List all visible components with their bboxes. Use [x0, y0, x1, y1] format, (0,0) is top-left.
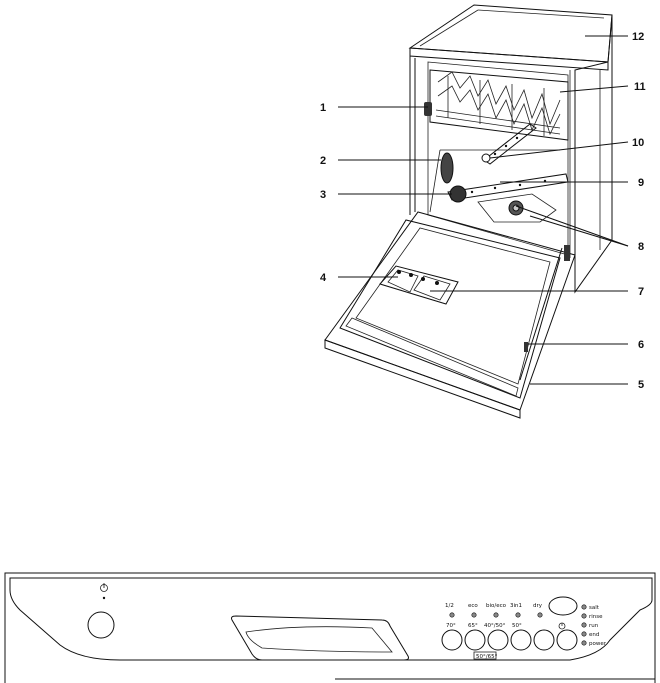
rinse-aid-indicator-icon: rinse — [589, 614, 603, 620]
option-button[interactable] — [533, 629, 555, 651]
dry-icon: dry — [533, 603, 543, 609]
open-door — [324, 211, 576, 419]
on-off-button[interactable] — [87, 611, 115, 639]
callout-2: 2 — [320, 155, 326, 167]
rating-plate — [524, 342, 528, 352]
callout-4: 4 — [320, 272, 327, 284]
dishwasher-illustration — [324, 4, 613, 419]
program-labels: 70° 65° 40°/50° 50° — [446, 623, 522, 629]
display — [548, 596, 578, 616]
upper-basket — [429, 69, 569, 141]
callout-1: 1 — [320, 102, 326, 114]
half-load-icon: 1/2 — [445, 603, 454, 609]
program-buttons[interactable] — [441, 629, 578, 651]
leader-lines — [338, 35, 629, 385]
filters — [477, 193, 557, 223]
program-button-3[interactable] — [487, 629, 509, 651]
end-indicator-icon: end — [589, 632, 599, 638]
power-icon — [100, 583, 108, 600]
dispensers — [379, 265, 459, 305]
option-icons: 1/2 eco bio/eco 3in1 dry — [445, 603, 543, 609]
program-70-label: 70° — [446, 623, 456, 629]
basket-height-adjuster — [424, 102, 432, 116]
clock-icon — [558, 622, 566, 630]
running-indicator-icon: run — [589, 623, 599, 629]
program-65-label: 65° — [468, 623, 478, 629]
option-leds — [449, 612, 543, 618]
control-panel: 1/2 eco bio/eco 3in1 dry 70° 65° 40°/50°… — [4, 572, 656, 683]
program-50-label: 50° — [512, 623, 522, 629]
program-button-4[interactable] — [510, 629, 532, 651]
program-40-50-label: 40°/50° — [484, 623, 506, 629]
indicator-lights: salt rinse run end power — [581, 604, 607, 647]
bio-icon: bio/eco — [486, 603, 507, 609]
callout-9: 9 — [638, 177, 644, 189]
program-button-1[interactable] — [441, 629, 463, 651]
door-handle[interactable] — [231, 615, 409, 661]
water-softener-cap — [440, 152, 454, 184]
callout-8: 8 — [638, 241, 644, 253]
callout-10: 10 — [632, 137, 644, 149]
salt-container-cap — [449, 185, 467, 203]
program-button-2[interactable] — [464, 629, 486, 651]
callout-5: 5 — [638, 379, 644, 391]
salt-indicator-icon: salt — [589, 605, 600, 611]
callout-12: 12 — [632, 31, 644, 43]
callout-3: 3 — [320, 189, 326, 201]
eco-icon: eco — [468, 603, 478, 609]
callout-11: 11 — [634, 81, 646, 93]
callout-7: 7 — [638, 286, 644, 298]
3in1-icon: 3in1 — [510, 603, 522, 609]
delay-start-button[interactable] — [556, 629, 578, 651]
callout-6: 6 — [638, 339, 644, 351]
callout-labels: 1 2 3 4 5 6 7 8 9 10 11 12 — [320, 31, 646, 391]
program-note: 50°/65° — [476, 654, 498, 660]
power-indicator-icon: power — [589, 641, 607, 647]
